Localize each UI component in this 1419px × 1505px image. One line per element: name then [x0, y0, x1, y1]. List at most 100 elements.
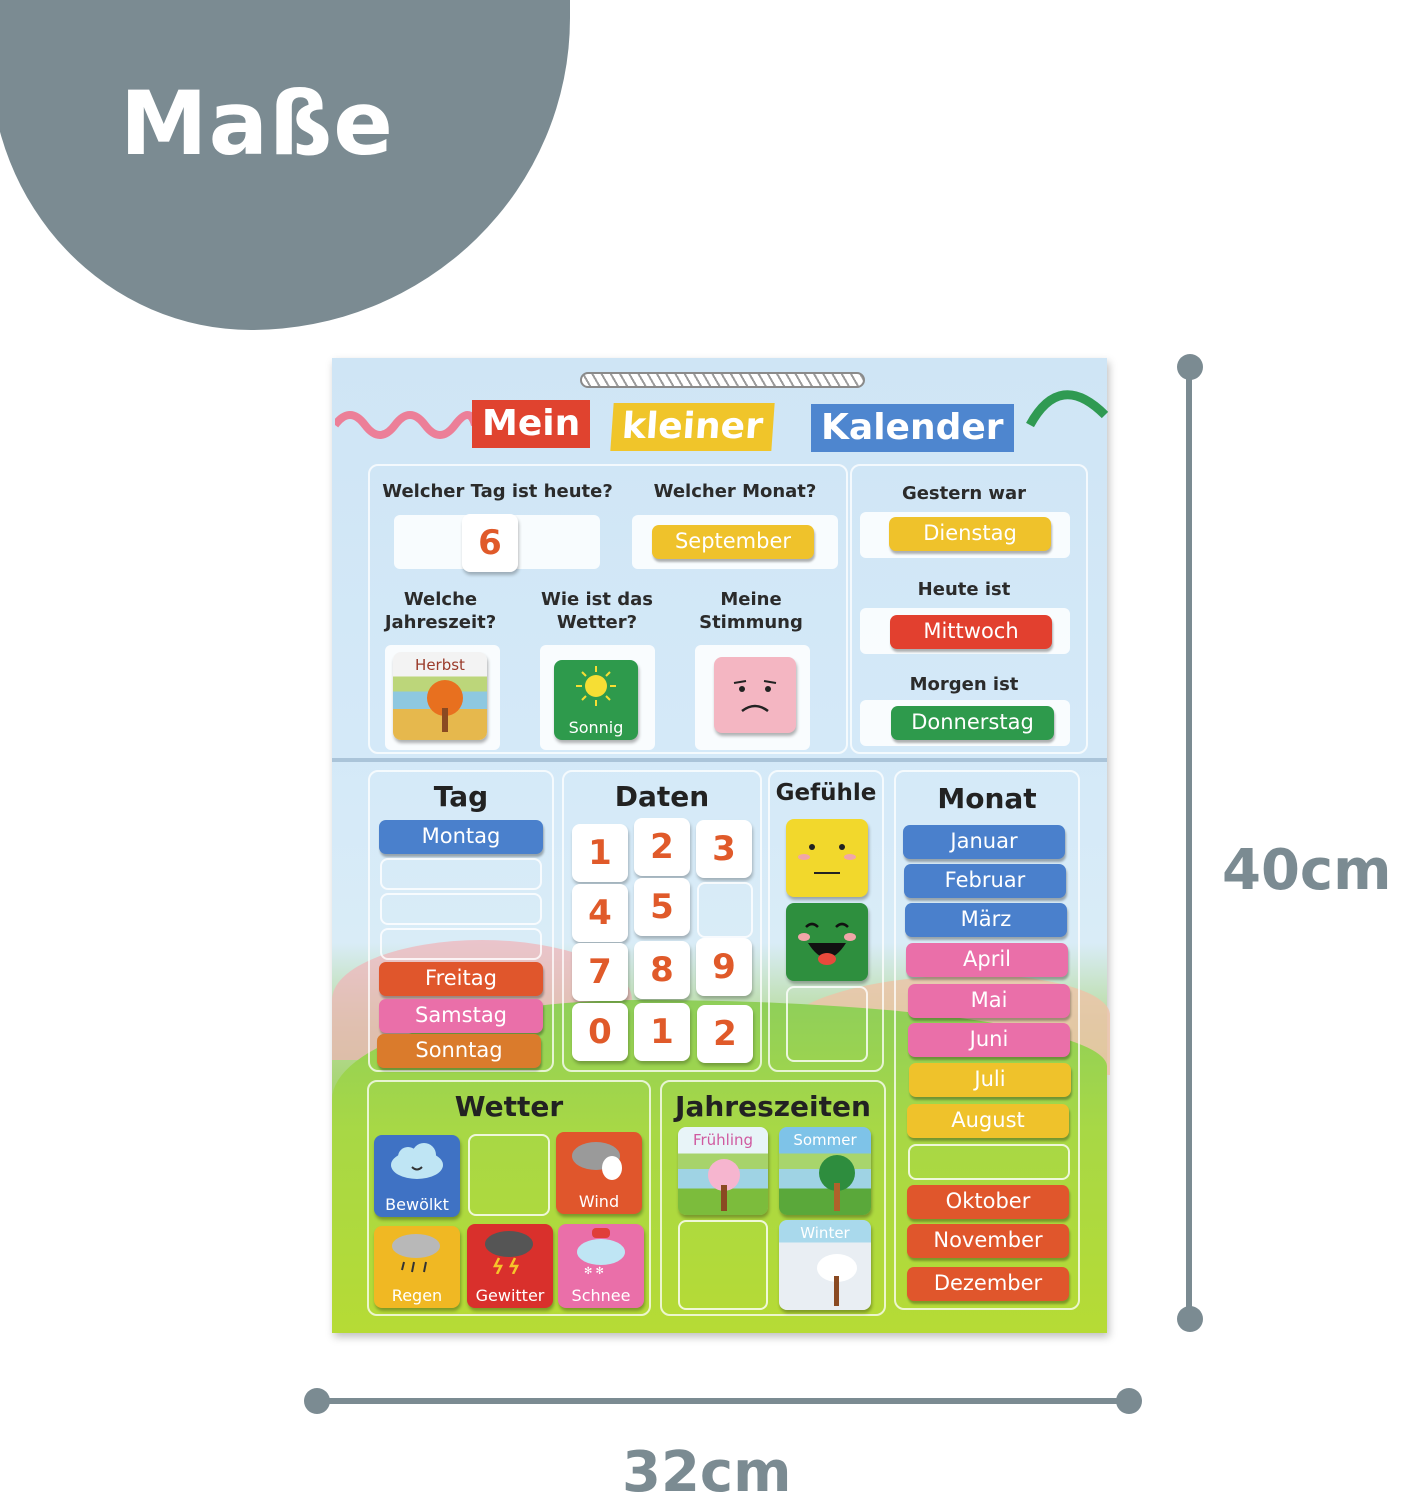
month-magnet-maerz[interactable]: März: [905, 903, 1067, 937]
number-tile[interactable]: 9: [696, 938, 752, 996]
svg-text:✻ ✻: ✻ ✻: [584, 1266, 604, 1276]
wind-cloud-icon: [572, 1142, 622, 1180]
today-panel: [368, 464, 848, 754]
weather-label: Schnee: [571, 1286, 631, 1305]
mood-sad-tile[interactable]: [714, 657, 796, 733]
cloud-icon: [391, 1143, 443, 1179]
today-value-magnet[interactable]: Mittwoch: [890, 615, 1052, 649]
wetter-panel: [367, 1080, 651, 1316]
width-label: 32cm: [622, 1440, 792, 1505]
weather-label: Gewitter: [475, 1286, 545, 1305]
season-label: Winter: [800, 1224, 850, 1242]
hanging-cord: [580, 372, 865, 388]
season-sommer-tile[interactable]: Sommer: [779, 1127, 871, 1215]
decorative-arc-icon: [1026, 390, 1109, 428]
height-dimension-line: [1186, 368, 1192, 1320]
rain-cloud-icon: [392, 1234, 440, 1273]
month-magnet-april[interactable]: April: [906, 943, 1068, 977]
number-tile[interactable]: 7: [572, 943, 628, 1001]
width-dimension-endpoint: [304, 1388, 330, 1414]
yesterday-today-tomorrow-panel: [850, 464, 1088, 754]
season-label: Herbst: [415, 656, 465, 674]
day-magnet-freitag[interactable]: Freitag: [379, 962, 543, 996]
question-weather: Wie ist das Wetter?: [541, 589, 653, 633]
number-tile[interactable]: 5: [634, 878, 690, 936]
number-tile[interactable]: 1: [634, 1003, 690, 1061]
number-tile[interactable]: 0: [572, 1003, 628, 1061]
weather-label: Bewölkt: [385, 1195, 449, 1214]
neutral-face-icon: [798, 844, 856, 874]
weather-label: Regen: [391, 1286, 443, 1305]
number-tile[interactable]: 1: [572, 824, 628, 882]
month-magnet-februar[interactable]: Februar: [904, 864, 1066, 898]
blossom-tree-icon: [708, 1159, 740, 1211]
board-title-word: Kalender: [811, 404, 1014, 452]
question-day: Welcher Tag ist heute?: [382, 481, 613, 502]
jahreszeiten-heading: Jahreszeiten: [675, 1090, 871, 1123]
weather-label: Wind: [578, 1192, 620, 1211]
tomorrow-label: Morgen ist: [909, 674, 1019, 695]
height-dimension-endpoint: [1177, 1306, 1203, 1332]
month-magnet-mai[interactable]: Mai: [908, 984, 1070, 1018]
gefuehle-panel: [768, 770, 884, 1072]
yesterday-label: Gestern war: [901, 483, 1027, 504]
empty-season-slot: [678, 1220, 768, 1310]
question-season: Welche Jahreszeit?: [384, 589, 497, 633]
number-tile[interactable]: 3: [696, 820, 752, 878]
month-magnet-januar[interactable]: Januar: [903, 825, 1065, 859]
weather-bewoelkt-tile[interactable]: Bewölkt: [374, 1135, 460, 1217]
sun-icon: [576, 666, 616, 706]
sad-face-icon: [733, 680, 777, 713]
weather-schnee-tile[interactable]: ✻ ✻ Schnee: [558, 1224, 644, 1308]
wetter-heading: Wetter: [454, 1090, 564, 1123]
weather-gewitter-tile[interactable]: Gewitter: [467, 1224, 553, 1308]
today-label: Heute ist: [917, 579, 1011, 600]
number-tile[interactable]: 8: [634, 941, 690, 999]
season-winter-tile[interactable]: Winter: [779, 1220, 871, 1310]
month-magnet-dezember[interactable]: Dezember: [907, 1267, 1069, 1301]
month-magnet-august[interactable]: August: [907, 1104, 1069, 1138]
daten-panel: [562, 770, 762, 1072]
day-value-tile[interactable]: 6: [462, 514, 518, 572]
day-magnet-montag[interactable]: Montag: [379, 820, 543, 854]
board-title-word: Mein: [472, 400, 591, 448]
number-tile[interactable]: 4: [572, 884, 628, 942]
weather-wind-tile[interactable]: Wind: [556, 1132, 642, 1214]
page-title: Maße: [120, 72, 394, 175]
month-magnet-november[interactable]: November: [907, 1224, 1069, 1258]
empty-day-slot: [380, 893, 542, 925]
month-magnet-juni[interactable]: Juni: [908, 1023, 1070, 1057]
number-tile[interactable]: 2: [697, 1005, 753, 1063]
weather-sonnig-tile[interactable]: Sonnig: [554, 660, 638, 740]
empty-mood-slot: [786, 986, 868, 1062]
day-magnet-samstag[interactable]: Samstag: [379, 999, 543, 1033]
width-dimension-endpoint: [1116, 1388, 1142, 1414]
tag-panel: [368, 770, 554, 1072]
weather-regen-tile[interactable]: Regen: [374, 1226, 460, 1308]
empty-number-slot: [697, 882, 753, 938]
mood-happy-tile[interactable]: [786, 903, 868, 981]
empty-day-slot: [380, 928, 542, 960]
gefuehle-heading: Gefühle: [775, 780, 877, 806]
snowy-tree-icon: [817, 1254, 857, 1306]
height-label: 40cm: [1222, 838, 1392, 903]
tomorrow-value-magnet[interactable]: Donnerstag: [891, 706, 1054, 740]
width-dimension-line: [316, 1398, 1130, 1404]
jahreszeiten-panel: [660, 1080, 886, 1316]
season-fruehling-tile[interactable]: Frühling: [678, 1127, 768, 1215]
yesterday-value-magnet[interactable]: Dienstag: [889, 517, 1051, 551]
autumn-tree-icon: [427, 680, 463, 732]
weather-label: Sonnig: [568, 718, 624, 737]
board-title-word: kleiner: [610, 403, 775, 451]
month-value-magnet[interactable]: September: [652, 525, 814, 559]
season-label: Frühling: [692, 1131, 754, 1149]
number-tile[interactable]: 2: [634, 818, 690, 876]
monat-panel: [894, 770, 1080, 1310]
season-herbst-tile[interactable]: Herbst: [393, 652, 487, 740]
mood-neutral-tile[interactable]: [786, 819, 868, 897]
month-magnet-oktober[interactable]: Oktober: [907, 1185, 1069, 1219]
month-magnet-juli[interactable]: Juli: [909, 1063, 1071, 1097]
season-label: Sommer: [793, 1131, 857, 1149]
day-magnet-sonntag[interactable]: Sonntag: [377, 1034, 541, 1068]
daten-heading: Daten: [614, 780, 710, 813]
